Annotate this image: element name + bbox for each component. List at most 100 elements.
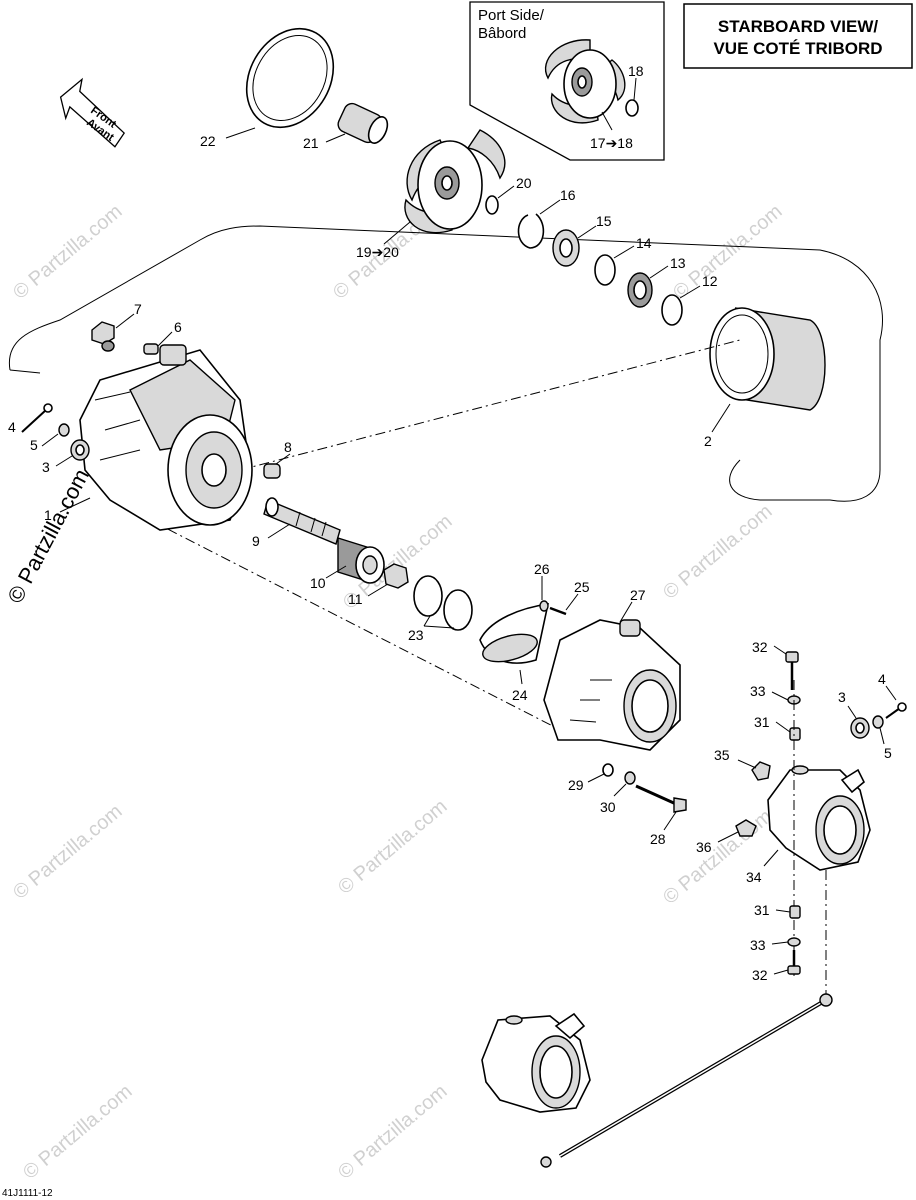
callout-32-bottom: 32 bbox=[752, 967, 768, 983]
watermark-text: © Partzilla.com bbox=[334, 795, 451, 898]
bushing-8 bbox=[263, 463, 281, 479]
washer-29 bbox=[602, 763, 614, 777]
bushing-36 bbox=[735, 819, 757, 837]
callout-5-right: 5 bbox=[884, 745, 892, 761]
inset-callout-18: 18 bbox=[628, 63, 644, 79]
wear-ring-2 bbox=[709, 307, 826, 411]
view-title-box: STARBOARD VIEW/ VUE COTÉ TRIBORD bbox=[683, 3, 913, 69]
callout-4-right: 4 bbox=[878, 671, 886, 687]
callout-9: 9 bbox=[252, 533, 260, 549]
callout-26: 26 bbox=[534, 561, 550, 577]
watermark-text: © Partzilla.com bbox=[334, 1080, 451, 1183]
watermark-text: © Partzilla.com bbox=[659, 500, 776, 603]
o-ring-20 bbox=[485, 195, 499, 215]
washer-33-bottom bbox=[787, 937, 801, 947]
callout-35: 35 bbox=[714, 747, 730, 763]
callout-22: 22 bbox=[200, 133, 216, 149]
impeller-port-icon bbox=[544, 39, 626, 124]
shaft-9 bbox=[263, 497, 341, 545]
callout-4-left: 4 bbox=[8, 419, 16, 435]
grommet-3-left bbox=[70, 439, 90, 461]
callout-1: 1 bbox=[44, 507, 52, 523]
bushing-31-top bbox=[789, 727, 801, 741]
screw-25 bbox=[549, 606, 567, 616]
callout-3-left: 3 bbox=[42, 459, 50, 475]
callout-11: 11 bbox=[348, 591, 363, 607]
outline-arrow bbox=[9, 369, 41, 374]
ring-22 bbox=[245, 27, 335, 129]
shaft-axis-upper bbox=[239, 339, 741, 471]
washer-5-left bbox=[58, 423, 70, 437]
plug-7 bbox=[91, 321, 115, 352]
bushing-31-bottom bbox=[789, 905, 801, 919]
view-title-line2: VUE COTÉ TRIBORD bbox=[713, 39, 882, 58]
callout-31-bottom: 31 bbox=[754, 902, 770, 918]
assembly-outline bbox=[8, 225, 883, 502]
callout-25: 25 bbox=[574, 579, 590, 595]
callout-10: 10 bbox=[310, 575, 326, 591]
callout-33-bottom: 33 bbox=[750, 937, 766, 953]
pin-6 bbox=[143, 343, 159, 355]
impeller-19 bbox=[404, 129, 506, 234]
watermark-text: © Partzilla.com bbox=[9, 800, 126, 903]
callout-15: 15 bbox=[596, 213, 612, 229]
venturi-27 bbox=[543, 619, 681, 751]
bolt-28 bbox=[635, 784, 687, 813]
callout-2: 2 bbox=[704, 433, 712, 449]
callout-8: 8 bbox=[284, 439, 292, 455]
callout-23: 23 bbox=[408, 627, 424, 643]
inset-callout-17-18: 17➔18 bbox=[590, 135, 633, 151]
callout-31-top: 31 bbox=[754, 714, 770, 730]
bolt-32-bottom bbox=[787, 950, 801, 975]
callout-34: 34 bbox=[746, 869, 762, 885]
callout-36: 36 bbox=[696, 839, 712, 855]
grommet-3-right bbox=[850, 717, 870, 739]
callout-16: 16 bbox=[560, 187, 576, 203]
watermark-text: © Partzilla.com bbox=[659, 805, 776, 908]
washer-5-right bbox=[872, 715, 884, 729]
callout-19-20: 19➔20 bbox=[356, 244, 399, 260]
callout-6: 6 bbox=[174, 319, 182, 335]
document-id: 41J1111-12 bbox=[2, 1188, 53, 1199]
bearing-10 bbox=[337, 537, 385, 584]
bolt-4-left bbox=[21, 403, 53, 433]
front-direction-arrow: Front Avant bbox=[59, 77, 126, 148]
o-ring-14 bbox=[594, 254, 616, 286]
callout-28: 28 bbox=[650, 831, 666, 847]
bolt-4-right bbox=[885, 702, 907, 719]
callout-32-top: 32 bbox=[752, 639, 768, 655]
callout-24: 24 bbox=[512, 687, 528, 703]
o-ring-12 bbox=[661, 294, 683, 326]
steering-rod bbox=[540, 993, 833, 1168]
bolt-32-top bbox=[785, 651, 799, 690]
watermark-text: © Partzilla.com bbox=[669, 200, 786, 303]
callout-13: 13 bbox=[670, 255, 686, 271]
callout-27: 27 bbox=[630, 587, 646, 603]
watermark-text: © Partzilla.com bbox=[19, 1080, 136, 1183]
callout-12: 12 bbox=[702, 273, 718, 289]
callout-3-right: 3 bbox=[838, 689, 846, 705]
cone-24 bbox=[479, 603, 550, 664]
washer-30 bbox=[624, 771, 636, 785]
pump-housing-1 bbox=[79, 344, 253, 531]
sleeve-21 bbox=[337, 102, 389, 144]
watermark-primary: © Partzilla.com bbox=[2, 465, 94, 608]
callout-14: 14 bbox=[636, 235, 652, 251]
callout-30: 30 bbox=[600, 799, 616, 815]
washer-26 bbox=[539, 600, 549, 612]
bearing-13 bbox=[627, 272, 653, 308]
callout-29: 29 bbox=[568, 777, 584, 793]
callout-5-left: 5 bbox=[30, 437, 38, 453]
inset-label-line1: Port Side/ bbox=[478, 7, 545, 24]
circlip-16 bbox=[517, 213, 545, 249]
watermark-text: © Partzilla.com bbox=[9, 200, 126, 303]
callout-20: 20 bbox=[516, 175, 532, 191]
callout-7: 7 bbox=[134, 301, 142, 317]
callout-21: 21 bbox=[303, 135, 319, 151]
nut-11 bbox=[383, 563, 409, 589]
washer-15 bbox=[552, 229, 580, 267]
shaft-axis-lower bbox=[149, 519, 581, 741]
steering-nozzle-bottom bbox=[481, 1012, 591, 1113]
bushing-35 bbox=[751, 761, 771, 781]
